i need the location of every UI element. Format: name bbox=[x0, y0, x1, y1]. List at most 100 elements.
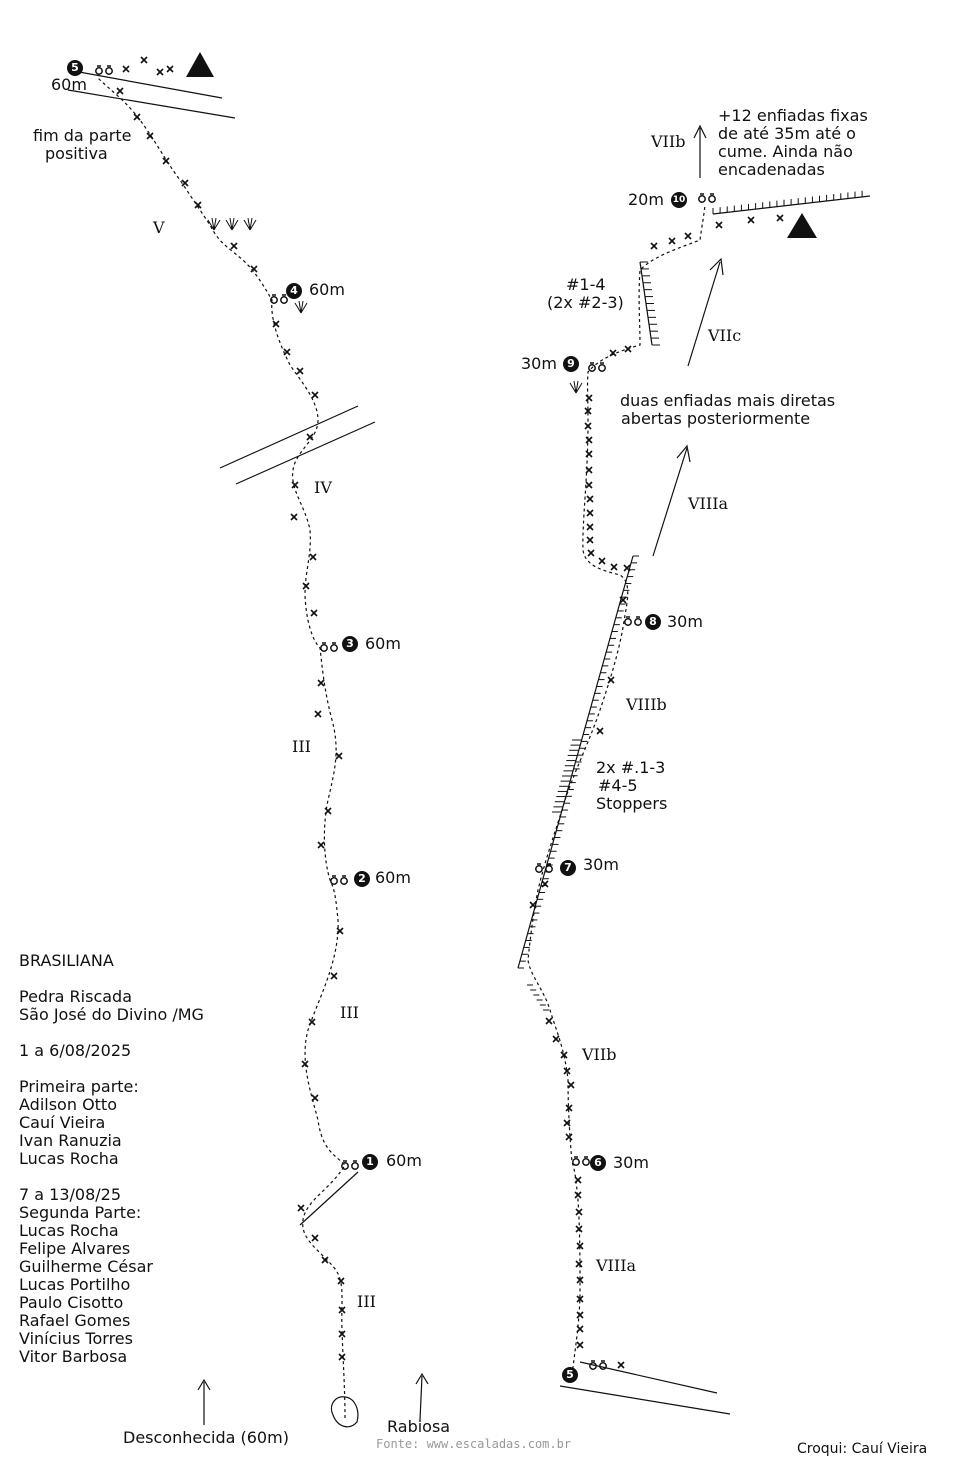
bolt-mark bbox=[565, 1133, 573, 1141]
bolt-mark bbox=[585, 394, 593, 402]
belay-3-length: 60m bbox=[365, 634, 401, 653]
bolt-mark bbox=[576, 1295, 584, 1303]
bolt-mark bbox=[317, 679, 325, 687]
grade-pitch-3: III bbox=[292, 737, 311, 756]
second-climber: Lucas Portilho bbox=[19, 1275, 131, 1294]
anchor-ring bbox=[634, 618, 642, 626]
bolt-mark bbox=[715, 221, 723, 229]
bolt-mark bbox=[623, 564, 631, 572]
bolt-mark bbox=[156, 68, 164, 76]
bolt-mark bbox=[586, 536, 594, 544]
arrow-line bbox=[652, 447, 688, 557]
note-gear-p10-2: (2x #2-3) bbox=[547, 293, 624, 312]
anchor-ring bbox=[340, 877, 348, 885]
bolt-mark bbox=[617, 1361, 625, 1369]
bolt-mark bbox=[575, 1260, 583, 1268]
ledge-line bbox=[67, 69, 223, 99]
anchor-ring bbox=[708, 195, 716, 203]
bolt-mark bbox=[586, 495, 594, 503]
second-part-heading: Segunda Parte: bbox=[19, 1203, 142, 1222]
grass-icon bbox=[243, 217, 257, 231]
bolt-mark bbox=[181, 179, 189, 187]
bolt-mark bbox=[311, 391, 319, 399]
note-end-positive-1: fim da parte bbox=[33, 126, 132, 145]
bolt-mark bbox=[321, 1256, 329, 1264]
anchor-ring bbox=[320, 644, 328, 652]
grade-pitch-6: VIIIa bbox=[596, 1256, 637, 1275]
bolt-mark bbox=[565, 1104, 573, 1112]
grade-pitch-10: VIIc bbox=[708, 326, 742, 345]
bolt-mark bbox=[567, 1081, 575, 1089]
second-climber: Vinícius Torres bbox=[19, 1329, 133, 1348]
anchor-ring bbox=[588, 364, 596, 372]
bolt-mark bbox=[309, 553, 317, 561]
note-direct-2: abertas posteriormente bbox=[621, 409, 811, 428]
bolt-mark bbox=[609, 349, 617, 357]
vegetation-marks bbox=[207, 217, 583, 394]
belay-2-length: 60m bbox=[375, 868, 411, 887]
belay-4-length: 60m bbox=[309, 280, 345, 299]
bolt-mark bbox=[586, 523, 594, 531]
bolt-mark bbox=[290, 513, 298, 521]
grass-icon bbox=[294, 300, 308, 314]
belay-1-number: 1 bbox=[362, 1154, 378, 1170]
belay-5b-number: 5 bbox=[562, 1367, 578, 1383]
route-line-left bbox=[97, 77, 346, 1419]
bolt-mark bbox=[584, 422, 592, 430]
note-gear-p8-2: #4-5 bbox=[598, 776, 638, 795]
belay-5-number: 5 bbox=[67, 60, 83, 76]
bolt-mark bbox=[272, 320, 280, 328]
second-climber: Felipe Alvares bbox=[19, 1239, 131, 1258]
neighbor-route-left: Desconhecida (60m) bbox=[123, 1428, 289, 1447]
bolt-mark bbox=[560, 1051, 568, 1059]
anchor-ring bbox=[545, 865, 553, 873]
anchor-ring bbox=[330, 644, 338, 652]
first-climber: Cauí Vieira bbox=[19, 1113, 106, 1132]
bolt-mark bbox=[194, 201, 202, 209]
bolt-mark bbox=[337, 1277, 345, 1285]
bolt-mark bbox=[308, 1018, 316, 1026]
ledge-line bbox=[67, 89, 236, 119]
route-location-1: Pedra Riscada bbox=[19, 987, 133, 1006]
second-climber: Vitor Barbosa bbox=[19, 1347, 128, 1366]
bolt-mark bbox=[574, 1191, 582, 1199]
first-climber: Lucas Rocha bbox=[19, 1149, 119, 1168]
bolt-mark bbox=[162, 157, 170, 165]
bolt-mark bbox=[776, 214, 784, 222]
bolt-mark bbox=[283, 348, 291, 356]
bolt-mark bbox=[317, 841, 325, 849]
belay-1-length: 60m bbox=[386, 1151, 422, 1170]
bolt-mark bbox=[585, 466, 593, 474]
bolt-mark bbox=[297, 1204, 305, 1212]
belay-6-number: 6 bbox=[590, 1155, 606, 1171]
anchor-ring bbox=[280, 296, 288, 304]
bolt-mark bbox=[545, 1017, 553, 1025]
bolt-mark bbox=[311, 1094, 319, 1102]
bolt-mark bbox=[607, 676, 615, 684]
source-watermark: Fonte: www.escaladas.com.br bbox=[376, 1437, 572, 1451]
bolt-mark bbox=[306, 433, 314, 441]
belay-4-number: 4 bbox=[286, 283, 302, 299]
summit-triangle-icon bbox=[186, 52, 214, 77]
anchor-ring bbox=[598, 364, 606, 372]
bolt-mark bbox=[140, 56, 148, 64]
route-first-dates: 1 a 6/08/2025 bbox=[19, 1041, 132, 1060]
anchor-ring bbox=[341, 1162, 349, 1170]
bolt-mark bbox=[335, 752, 343, 760]
bolt-mark bbox=[584, 407, 592, 415]
anchor-ring bbox=[599, 1362, 607, 1370]
grade-pitch-7: VIIb bbox=[582, 1045, 617, 1064]
belay-8-length: 30m bbox=[667, 612, 703, 631]
grade-pitch-9: VIIIa bbox=[688, 494, 729, 513]
grade-pitch-1: III bbox=[357, 1292, 376, 1311]
grade-pitch-4: IV bbox=[314, 478, 332, 497]
belay-rings bbox=[95, 65, 716, 1370]
bolt-mark bbox=[576, 1311, 584, 1319]
bolt-mark bbox=[598, 557, 606, 565]
bolt-mark bbox=[338, 1330, 346, 1338]
grass-icon bbox=[225, 217, 239, 231]
belay-8-number: 8 bbox=[645, 614, 661, 630]
bolt-mark bbox=[310, 609, 318, 617]
belay-7-length: 30m bbox=[583, 855, 619, 874]
